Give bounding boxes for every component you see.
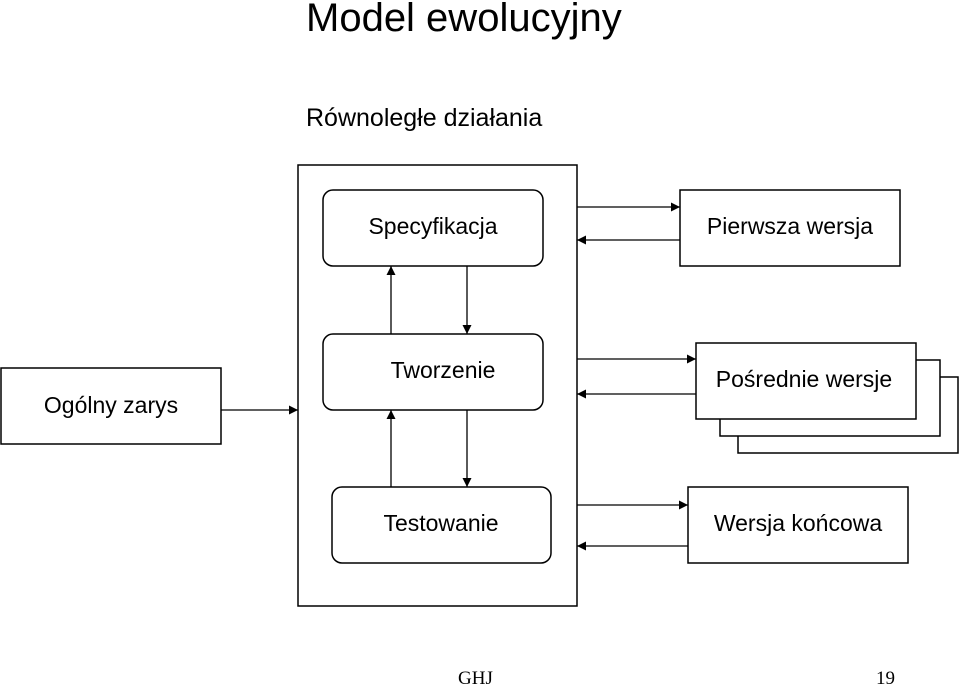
final-version-box bbox=[687, 486, 909, 564]
intermediate-version-box-front bbox=[695, 342, 917, 420]
specification-box bbox=[322, 189, 544, 267]
development-label: Tworzenie bbox=[391, 357, 496, 383]
final-version-label: Wersja końcowa bbox=[714, 510, 883, 536]
development-box bbox=[322, 333, 544, 411]
slide-title: Model ewolucyjny bbox=[306, 0, 622, 40]
intermediate-versions-label: Pośrednie wersje bbox=[716, 366, 892, 392]
slide-subtitle: Równoległe działania bbox=[306, 104, 543, 132]
initial-version-box bbox=[679, 189, 901, 267]
initial-version-label: Pierwsza wersja bbox=[707, 213, 873, 239]
footer-author: GHJ bbox=[458, 668, 493, 689]
outline-description-box bbox=[0, 367, 222, 445]
validation-label: Testowanie bbox=[383, 510, 498, 536]
page-number: 19 bbox=[876, 668, 895, 689]
outline-description-label: Ogólny zarys bbox=[44, 392, 178, 418]
specification-label: Specyfikacja bbox=[368, 213, 497, 239]
validation-box bbox=[331, 486, 552, 564]
